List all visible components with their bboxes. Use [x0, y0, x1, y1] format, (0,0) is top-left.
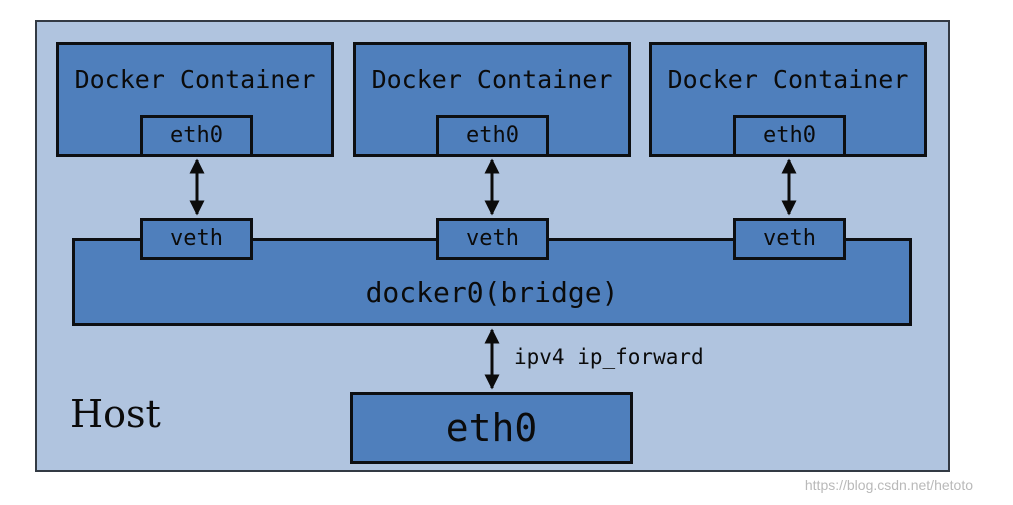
container-title: Docker Container [74, 65, 316, 94]
veth-1: veth [140, 218, 253, 260]
container-title: Docker Container [371, 65, 613, 94]
container-eth0-1: eth0 [140, 115, 253, 157]
bridge-label: docker0(bridge) [365, 276, 619, 309]
veth-3: veth [733, 218, 846, 260]
veth-2: veth [436, 218, 549, 260]
host-eth0: eth0 [350, 392, 633, 464]
host-label: Host [70, 392, 161, 436]
watermark: https://blog.csdn.net/hetoto [804, 477, 973, 493]
container-eth0-2: eth0 [436, 115, 549, 157]
container-title: Docker Container [667, 65, 909, 94]
container-eth0-3: eth0 [733, 115, 846, 157]
ip-forward-label: ipv4 ip_forward [514, 345, 704, 369]
